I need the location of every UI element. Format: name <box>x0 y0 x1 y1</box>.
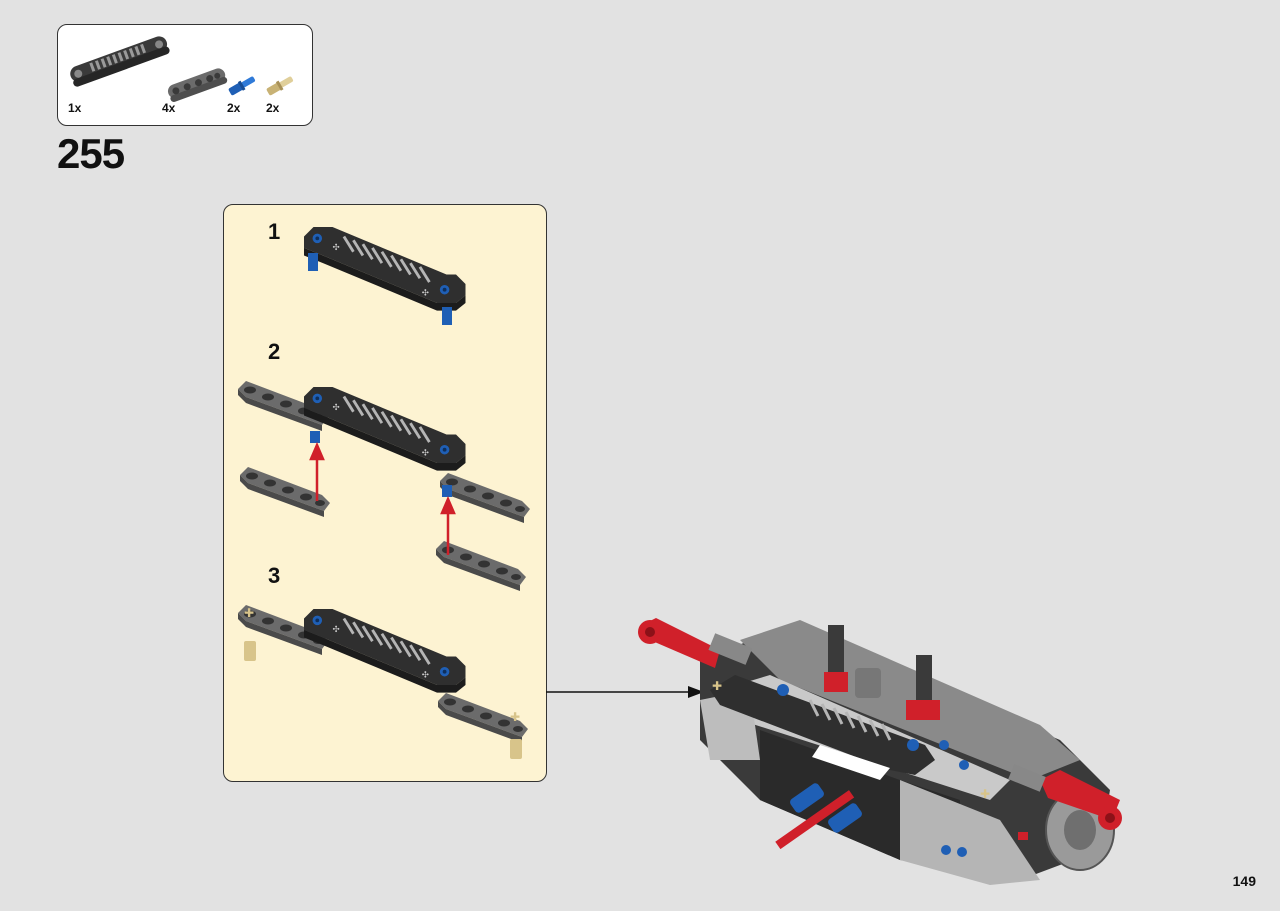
part-quantity-2: 4x <box>162 101 176 115</box>
substep-1-illustration <box>302 225 467 325</box>
substep-label-2: 2 <box>268 339 281 364</box>
liftarm-part <box>167 68 228 102</box>
svg-text:✚: ✚ <box>510 710 520 724</box>
blue-pin-part <box>228 76 256 96</box>
substep-2-illustration <box>238 381 530 591</box>
svg-text:✚: ✚ <box>244 606 254 620</box>
svg-text:✚: ✚ <box>980 787 990 801</box>
chassis-assembly: ✚ ✚ <box>638 618 1122 885</box>
substep-label-1: 1 <box>268 219 281 244</box>
left-steering-arm <box>638 618 753 668</box>
sub-assembly-callout: 1 2 3 ✣ ✣ <box>223 204 547 782</box>
right-steering-arm <box>1008 764 1122 830</box>
part-quantity-1: 1x <box>68 101 82 115</box>
tan-pin-part <box>266 76 294 96</box>
part-quantity-3: 2x <box>227 101 241 115</box>
part-quantity-4: 2x <box>266 101 280 115</box>
parts-list-box: 1x 4x 2x 2x <box>57 24 313 126</box>
insert-arrows <box>309 441 456 555</box>
page-number: 149 <box>1232 873 1256 889</box>
svg-text:✚: ✚ <box>712 679 722 693</box>
tan-pin-left <box>244 641 256 661</box>
gear-rack-beam-part <box>70 36 170 87</box>
blue-pin-left <box>308 253 318 271</box>
callout-illustrations: ✣ ✣ <box>238 225 530 759</box>
blue-pin-right <box>442 307 452 325</box>
substep-3-illustration: ✚ ✚ <box>238 605 528 759</box>
step-number: 255 <box>57 130 125 177</box>
callout-pointer-arrow <box>546 686 704 698</box>
substep-label-3: 3 <box>268 563 281 588</box>
parts-list-illustrations <box>70 36 294 102</box>
tan-pin-right <box>510 739 522 759</box>
